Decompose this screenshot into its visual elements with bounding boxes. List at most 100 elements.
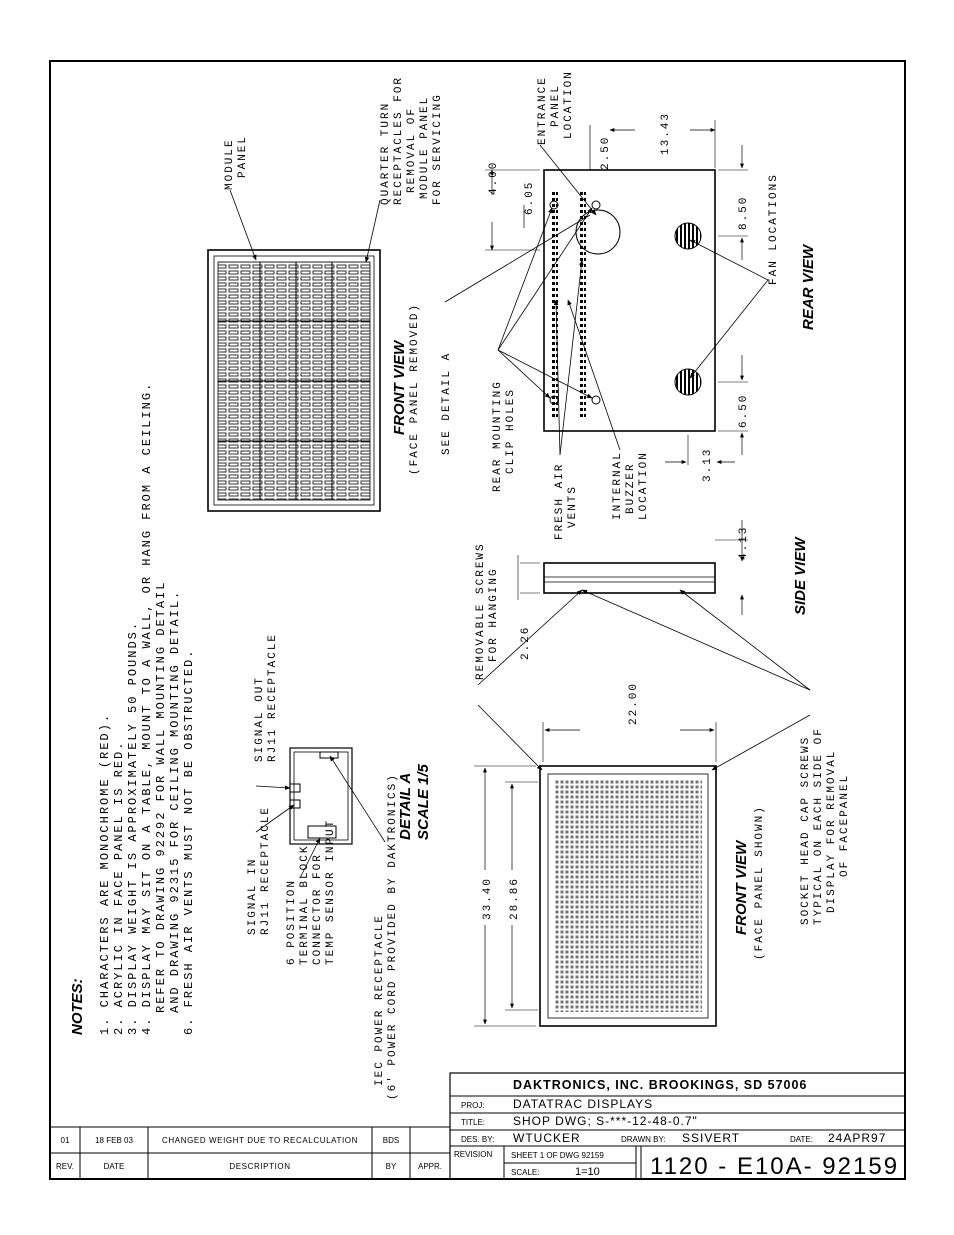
callout-quarter-turn-5: FOR SERVICING <box>432 93 444 205</box>
callout-quarter-turn-4: MODULE PANEL <box>419 96 431 199</box>
front-view-removed: FRONT VIEW (FACE PANEL REMOVED) SEE DETA… <box>207 76 453 512</box>
rj11-in-receptacle <box>289 799 301 809</box>
callout-terminal-3: CONNECTOR FOR <box>312 853 324 965</box>
callout-terminal-1: 6 POSITION <box>286 879 298 965</box>
callout-rear-mounting-2: CLIP HOLES <box>505 388 517 474</box>
dim-13-43: 13.43 <box>660 112 672 155</box>
dim-28-86: 28.86 <box>509 877 521 920</box>
note-2: 2. ACRYLIC IN FACE PANEL IS RED. <box>112 741 126 1035</box>
see-detail-a: SEE DETAIL A <box>441 352 453 455</box>
detail-a-title: DETAIL A <box>397 773 414 840</box>
notes-title: NOTES: <box>69 978 86 1035</box>
dim-8-50: 8.50 <box>738 196 750 230</box>
callout-quarter-turn-2: RECEPTACLES FOR <box>393 76 405 205</box>
note-4-cont-1: REFER TO DRAWING 92292 FOR WALL MOUNTING… <box>154 581 168 1013</box>
face-panel <box>554 780 702 1012</box>
dim-22-00: 22.00 <box>628 682 640 725</box>
callout-fresh-air-2: VENTS <box>567 485 579 528</box>
dim-6-50: 6.50 <box>738 394 750 428</box>
callout-terminal-2: TERMINAL BLOCK <box>299 845 311 965</box>
callout-entrance-2: PANEL <box>550 84 562 127</box>
rear-clip-hole <box>549 395 559 405</box>
detail-a: DETAIL A SCALE 1/5 SIGNAL OUT RJ11 RECEP… <box>247 633 432 1100</box>
rev-header-rev: REV. <box>56 1162 74 1171</box>
front-shown-title: FRONT VIEW <box>733 839 750 935</box>
rev-header-description: DESCRIPTION <box>229 1162 290 1171</box>
note-1: 1. CHARACTERS ARE MONOCHROME (RED). <box>98 713 112 1035</box>
des-label: DES. BY: <box>461 1135 494 1144</box>
dim-6-05: 6.05 <box>524 181 536 215</box>
callout-entrance-1: ENTRANCE <box>537 76 549 145</box>
dim-4-13: 4.13 <box>738 526 750 560</box>
rear-view-title: REAR VIEW <box>800 243 817 330</box>
callout-socket-head-2: TYPICAL ON EACH SIDE OF <box>813 727 825 925</box>
callout-terminal-4: TEMP SENSOR INPUT <box>325 819 337 965</box>
callout-fresh-air-1: FRESH AIR <box>554 463 566 540</box>
note-4: 4. DISPLAY MAY SIT ON A TABLE, MOUNT TO … <box>140 382 154 1035</box>
callout-removable-screws-1: REMOVABLE SCREWS <box>475 542 487 680</box>
callout-buzzer-2: BUZZER <box>625 462 637 514</box>
callout-buzzer-3: LOCATION <box>638 451 650 520</box>
detail-a-housing-inner <box>293 751 349 841</box>
fan-location-bottom <box>674 368 702 396</box>
side-view: 4.13 2.26 SIDE VIEW REMOVABLE SCREWS FOR… <box>475 520 811 691</box>
dim-2-50: 2.50 <box>600 136 612 170</box>
callout-signal-out-1: SIGNAL OUT <box>254 676 266 762</box>
date-label: DATE: <box>790 1135 813 1144</box>
drawing-number: 1120 - E10A- 92159 <box>650 1153 899 1180</box>
rear-clip-hole <box>549 200 559 210</box>
rev-header-appr: APPR. <box>418 1162 442 1171</box>
callout-buzzer-1: INTERNAL <box>612 451 624 520</box>
terminal-block-connector <box>307 825 337 839</box>
drawn-label: DRAWN BY: <box>621 1135 666 1144</box>
callout-rear-mounting-1: REAR MOUNTING <box>492 380 504 492</box>
rev-row-description: CHANGED WEIGHT DUE TO RECALCULATION <box>162 1136 358 1145</box>
rear-clip-hole <box>591 200 601 210</box>
note-4-cont-2: AND DRAWING 92315 FOR CEILING MOUNTING D… <box>168 590 182 1013</box>
rj11-out-receptacle <box>289 783 301 793</box>
callout-socket-head-4: OF FACEPANEL <box>839 774 851 877</box>
front-removed-subtitle: (FACE PANEL REMOVED) <box>409 303 421 475</box>
callout-signal-in-1: SIGNAL IN <box>247 858 259 935</box>
rev-header-by: BY <box>386 1162 397 1171</box>
notes-block: NOTES: 1. CHARACTERS ARE MONOCHROME (RED… <box>69 382 196 1035</box>
callout-iec-1: IEC POWER RECEPTACLE <box>374 914 386 1086</box>
rev-header-date: DATE <box>104 1162 125 1171</box>
revision-table: 01 18 FEB 03 CHANGED WEIGHT DUE TO RECAL… <box>50 1126 450 1179</box>
detail-a-scale: SCALE 1/5 <box>415 763 432 840</box>
callout-socket-head-3: DISPLAY FOR REMOVAL <box>826 750 838 913</box>
callout-removable-screws-2: FOR HANGING <box>488 567 500 662</box>
callout-quarter-turn-1: QUARTER TURN <box>380 102 392 205</box>
title-block: DAKTRONICS, INC. BROOKINGS, SD 57006 PRO… <box>449 1072 906 1180</box>
proj-label: PROJ: <box>461 1101 485 1110</box>
title-label: TITLE: <box>461 1118 485 1127</box>
revision-label: REVISION <box>454 1150 492 1159</box>
rear-view: REAR VIEW ENTRANCE PANEL LOCATION FAN LO… <box>444 70 817 540</box>
iec-power-receptacle <box>319 751 339 759</box>
detail-a-housing <box>289 747 353 845</box>
date-value: 24APR97 <box>828 1131 886 1145</box>
front-view-shown: 22.00 33.40 28.86 FRONT VIEW (FACE PANEL… <box>474 682 851 1027</box>
front-removed-title: FRONT VIEW <box>391 339 408 435</box>
dim-2-26: 2.26 <box>520 626 532 660</box>
front-shown-subtitle: (FACE PANEL SHOWN) <box>754 805 766 960</box>
callout-socket-head-1: SOCKET HEAD CAP SCREWS <box>800 736 812 925</box>
scale-label: SCALE: <box>511 1168 539 1177</box>
callout-module-panel-1: MODULE <box>224 138 236 190</box>
side-view-title: SIDE VIEW <box>792 536 809 615</box>
rear-clip-hole <box>591 395 601 405</box>
callout-signal-in-2: RJ11 RECEPTACLE <box>260 806 272 935</box>
sheet-info: SHEET 1 OF DWG 92159 <box>511 1151 604 1160</box>
note-3: 3. DISPLAY WEIGHT IS APPROXIMATELY 50 PO… <box>126 621 140 1035</box>
callout-module-panel-2: PANEL <box>237 135 249 178</box>
callout-fan-locations: FAN LOCATIONS <box>768 173 780 285</box>
rev-row-rev: 01 <box>61 1136 70 1145</box>
dim-4-00: 4.00 <box>488 161 500 195</box>
dim-3-13: 3.13 <box>702 448 714 482</box>
scale-value: 1=10 <box>575 1166 600 1178</box>
fan-location-top <box>674 222 702 250</box>
callout-quarter-turn-3: REMOVAL OF <box>406 107 418 193</box>
callout-entrance-3: LOCATION <box>563 70 575 139</box>
fresh-air-vent <box>552 190 558 420</box>
